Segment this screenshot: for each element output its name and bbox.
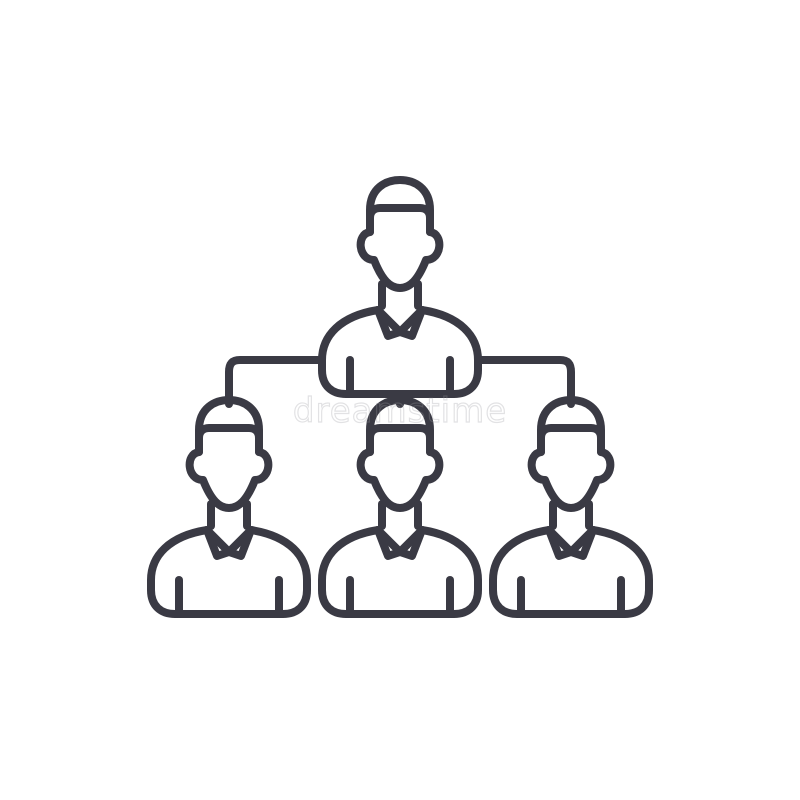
person-leader-icon xyxy=(322,180,478,394)
connector-line xyxy=(474,356,575,408)
connector-line xyxy=(225,356,326,408)
person-member-right-icon xyxy=(493,400,649,614)
person-member-left-icon xyxy=(151,400,307,614)
watermark-text: dreamstime xyxy=(293,391,507,431)
person-member-center-icon xyxy=(322,400,478,614)
